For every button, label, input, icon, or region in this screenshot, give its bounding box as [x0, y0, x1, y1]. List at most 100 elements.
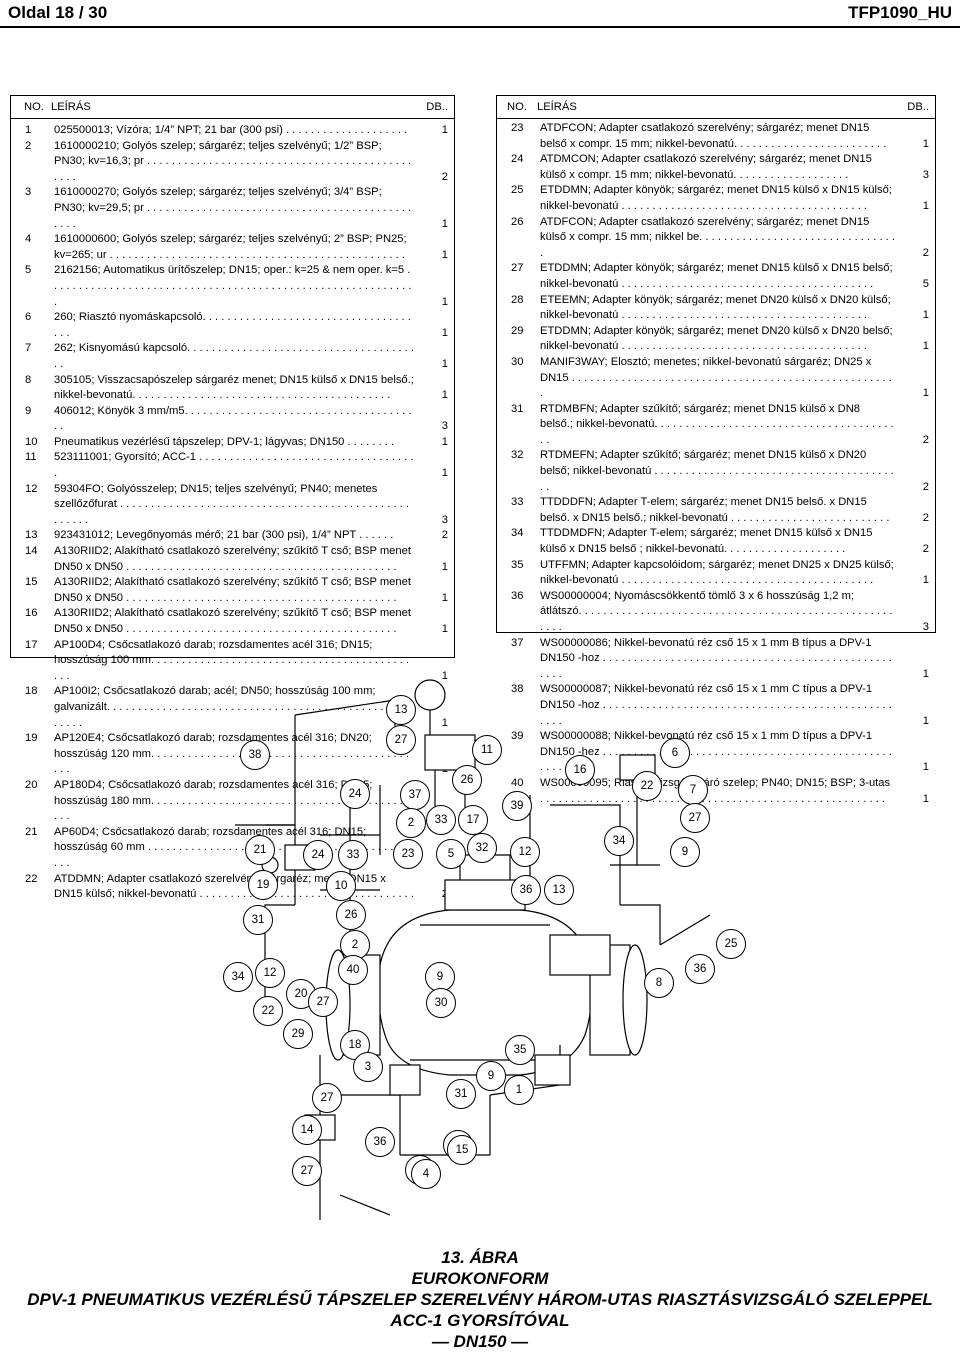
row-quantity: 1: [441, 389, 448, 402]
row-description: AP120E4; Csőcsatlakozó darab; rozsdament…: [54, 732, 409, 776]
part-callout: 30: [426, 988, 456, 1018]
part-callout: 2: [396, 808, 426, 838]
row-quantity: 2: [441, 529, 448, 542]
row-description: ETDDMN; Adapter könyök; sárgaréz; menet …: [540, 262, 893, 290]
row-number: 33: [511, 496, 524, 509]
col-no: NO.: [507, 101, 527, 113]
part-callout: 5: [436, 839, 466, 869]
row-number: 16: [25, 607, 38, 620]
part-callout: 36: [365, 1127, 395, 1157]
row-description: WS00000087; Nikkel-bevonatú réz cső 15 x…: [540, 683, 892, 727]
row-number: 30: [511, 355, 524, 368]
row-description: AP180D4; Csőcsatlakozó darab; rozsdament…: [54, 778, 409, 823]
row-description: A130RIID2; Alakítható csatlakozó szerelv…: [54, 576, 411, 604]
part-callout: 39: [502, 791, 532, 821]
part-callout: 27: [386, 725, 416, 755]
row-description: WS00000086; Nikkel-bevonatú réz cső 15 x…: [540, 636, 892, 680]
part-callout: 3: [353, 1052, 383, 1082]
row-number: 2: [25, 139, 32, 152]
part-callout: 27: [292, 1156, 322, 1186]
row-quantity: 2: [441, 170, 448, 183]
part-callout: 25: [716, 929, 746, 959]
table-row: 16 A130RIID2; Alakítható csatlakozó szere…: [11, 606, 454, 637]
row-quantity: 3: [441, 513, 448, 526]
row-description: 406012; Könyök 3 mm/m5. . . . . . . . . …: [54, 404, 412, 433]
row-description: A130RIID2; Alakítható csatlakozó szerelv…: [54, 607, 411, 635]
row-description: AP100D4; Csőcsatlakozó darab; rozsdament…: [54, 638, 409, 682]
diagram-drawing: [235, 679, 711, 1220]
figure-title: DPV-1 PNEUMATIKUS VEZÉRLÉSŰ TÁPSZELEP SZ…: [27, 1290, 933, 1309]
row-quantity: 1: [922, 714, 929, 727]
row-description: ATDFCON; Adapter csatlakozó szerelvény; …: [540, 215, 895, 259]
table-header: NO. LEÍRÁS DB..: [497, 96, 935, 119]
row-quantity: 1: [922, 667, 929, 680]
part-callout: 13: [544, 875, 574, 905]
part-callout: 38: [240, 740, 270, 770]
row-number: 14: [25, 545, 38, 558]
row-quantity: 1: [441, 669, 448, 682]
row-quantity: 1: [441, 591, 448, 604]
row-description: TTDDDFN; Adapter T-elem; sárgaréz; menet…: [540, 496, 890, 524]
row-description: 59304FO; Golyósszelep; DN15; teljes szel…: [54, 482, 409, 526]
row-number: 29: [511, 324, 524, 337]
row-number: 27: [511, 262, 524, 275]
row-quantity: 3: [441, 420, 448, 433]
part-callout: 15: [447, 1135, 477, 1165]
row-description: WS00000004; Nyomáscsökkentő tömlő 3 x 6 …: [540, 589, 893, 633]
part-callout: 26: [452, 765, 482, 795]
part-callout: 12: [255, 958, 285, 988]
row-description: 1610000270; Golyós szelep; sárgaréz; tel…: [54, 186, 412, 230]
row-quantity: 1: [922, 340, 929, 353]
figure-number: 13. ÁBRA: [441, 1248, 519, 1267]
row-quantity: 2: [922, 543, 929, 556]
row-quantity: 1: [441, 124, 448, 136]
row-number: 32: [511, 449, 524, 462]
figure-size: — DN150 —: [431, 1332, 529, 1351]
row-number: 37: [511, 636, 524, 649]
row-quantity: 1: [922, 761, 929, 774]
row-number: 1: [25, 124, 32, 136]
row-quantity: 2: [922, 433, 929, 446]
row-number: 21: [25, 825, 38, 838]
row-number: 15: [25, 576, 38, 589]
part-callout: 17: [458, 805, 488, 835]
row-description: ETEEMN; Adapter könyök; sárgaréz; menet …: [540, 293, 891, 322]
col-qty: DB..: [907, 101, 929, 113]
row-description: UTFFMN; Adapter kapcsolóidom; sárgaréz; …: [540, 558, 894, 587]
part-callout: 22: [632, 771, 662, 801]
part-callout: 27: [308, 987, 338, 1017]
col-qty: DB..: [426, 101, 448, 113]
part-callout: 33: [338, 840, 368, 870]
row-number: 40: [511, 776, 524, 789]
part-callout: 22: [253, 996, 283, 1026]
row-number: 18: [25, 685, 38, 698]
col-desc: LEÍRÁS: [51, 101, 91, 113]
table-header: NO. LEÍRÁS DB..: [11, 96, 454, 119]
row-description: 2162156; Automatikus ürítőszelep; DN15; …: [54, 264, 412, 308]
row-number: 25: [511, 184, 524, 197]
row-description: 923431012; Levegőnyomás mérő; 21 bar (30…: [54, 529, 394, 542]
row-quantity: 1: [922, 574, 929, 587]
row-number: 11: [25, 451, 37, 464]
part-callout: 24: [303, 840, 333, 870]
row-number: 13: [25, 529, 38, 542]
row-description: 262; Kisnyomású kapcsoló. . . . . . . . …: [54, 342, 414, 370]
part-callout: 36: [685, 954, 715, 984]
row-number: 39: [511, 730, 524, 743]
